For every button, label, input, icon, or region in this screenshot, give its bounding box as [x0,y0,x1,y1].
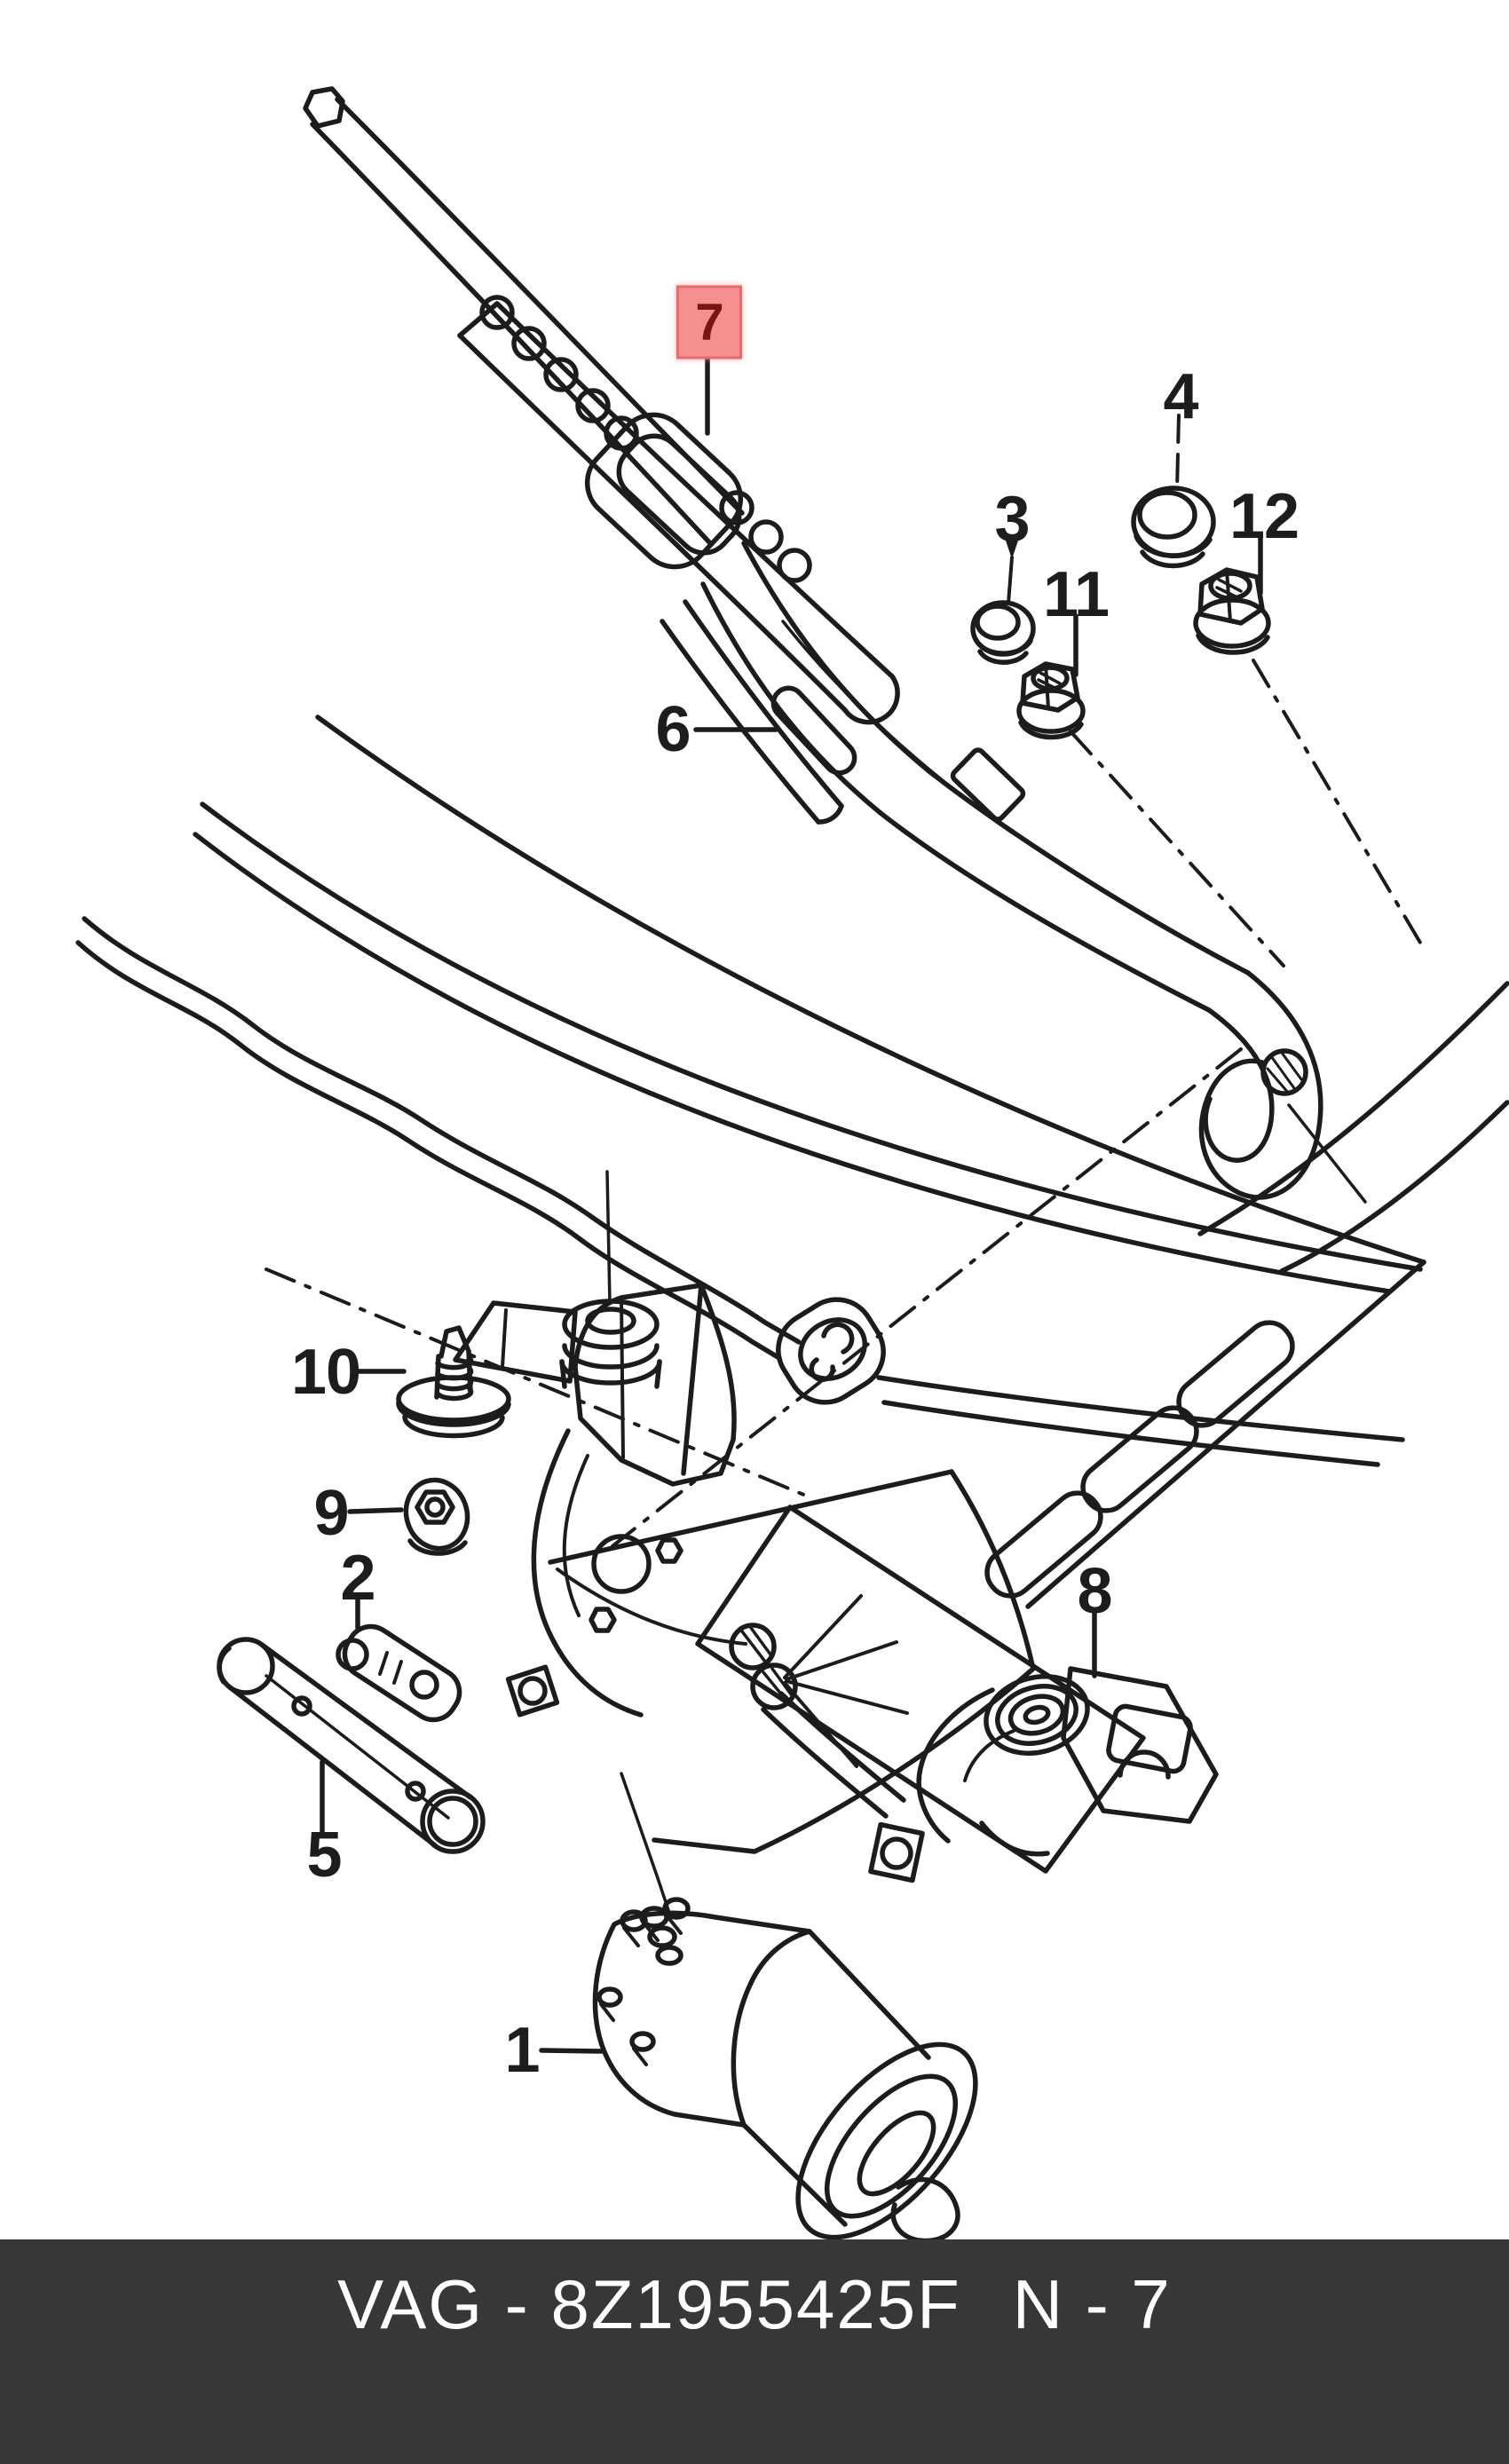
callout-7-highlighted[interactable]: 7 [676,285,742,359]
callout-5[interactable]: 5 [306,1820,342,1891]
washer-nut-part-9 [403,1477,470,1556]
footer-banner: VAG - 8Z1955425F N - 7 [0,2239,1509,2464]
callout-3[interactable]: 3 [994,484,1030,555]
callout-4[interactable]: 4 [1163,361,1198,432]
callout-1[interactable]: 1 [504,2015,540,2086]
pivot-bracket-assembly [453,1170,1146,1884]
link-arm-part-5 [217,1637,486,1854]
flange-nut-part-11 [1016,661,1086,740]
callout-12[interactable]: 12 [1229,481,1300,552]
footer-page-code: N - 7 [1012,2265,1172,2343]
callout-6[interactable]: 6 [655,694,691,765]
cap-part-4 [1131,486,1216,569]
callout-10[interactable]: 10 [290,1337,361,1408]
footer-brand: VAG [337,2265,485,2343]
link-part-2 [336,1623,462,1723]
callout-leader-lines [320,355,1263,2054]
windshield-cowl-curves [193,715,1509,1609]
wiper-motor-part-1 [592,1772,978,2244]
callout-8[interactable]: 8 [1077,1556,1112,1627]
blade-clip-part-7 [584,412,744,570]
footer-part-number: 8Z1955425F [550,2265,961,2343]
flange-nut-part-12 [1193,567,1271,655]
wiper-blade [303,86,900,825]
screw-part-10 [396,1325,511,1439]
callout-2[interactable]: 2 [340,1543,375,1614]
wiper-arm [700,541,1367,1204]
footer-text: VAG - 8Z1955425F N - 7 [337,2264,1172,2345]
callout-11[interactable]: 11 [1042,559,1110,630]
callout-9[interactable]: 9 [313,1478,349,1549]
cap-part-3 [970,600,1036,665]
footer-separator: - [504,2265,530,2343]
reference-dash-lines [265,659,1422,1548]
washer-hose [75,916,886,1405]
bracket-part-8 [916,1666,1219,1857]
